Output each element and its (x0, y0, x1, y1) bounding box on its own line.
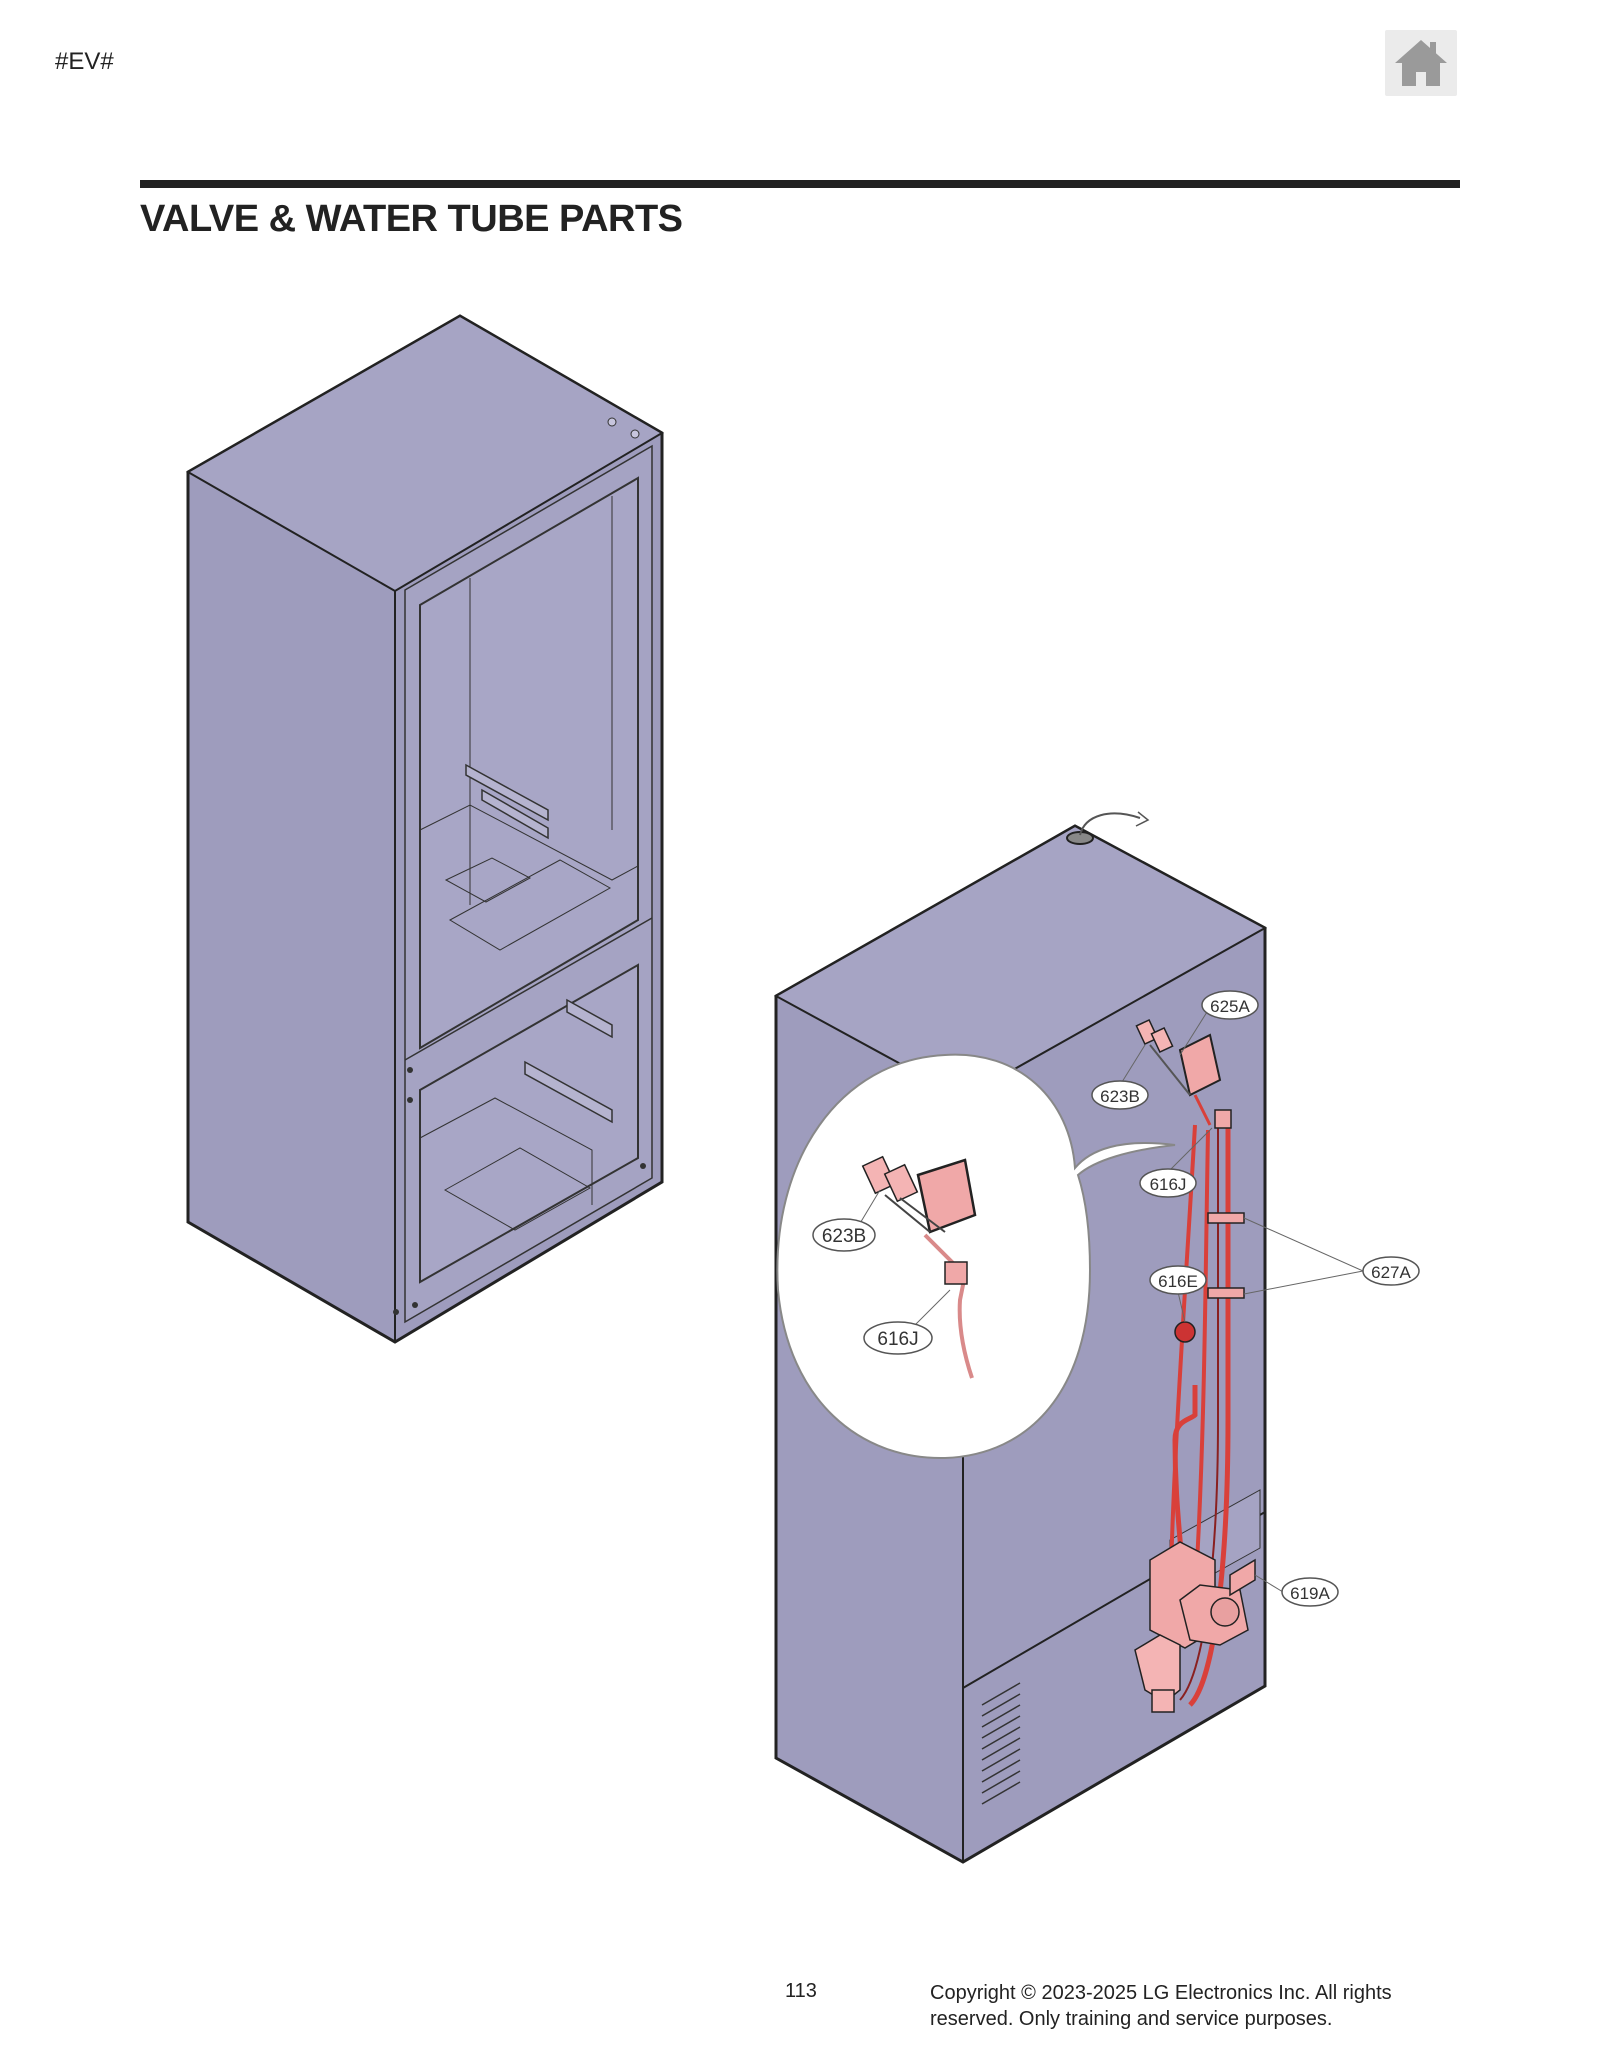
callout-625A[interactable]: 625A (1201, 990, 1259, 1020)
callout-619A-label: 619A (1290, 1584, 1330, 1603)
page-number: 113 (785, 1980, 817, 2002)
home-button[interactable] (1385, 30, 1457, 96)
copyright-line-2: reserved. Only training and service purp… (930, 2008, 1333, 2030)
title-rule (140, 180, 1460, 188)
callout-zoom-616J-label: 616J (877, 1329, 918, 1350)
callout-616J[interactable]: 616J (1139, 1168, 1197, 1198)
callout-616E-label: 616E (1158, 1272, 1198, 1291)
leader-lines (852, 1011, 1364, 1593)
callout-zoom-623B[interactable]: 623B (812, 1218, 876, 1252)
callout-627A-label: 627A (1371, 1263, 1411, 1282)
callout-619A[interactable]: 619A (1281, 1577, 1339, 1607)
page-title: VALVE & WATER TUBE PARTS (140, 198, 683, 240)
callout-616E[interactable]: 616E (1149, 1265, 1207, 1295)
copyright-line-1: Copyright © 2023-2025 LG Electronics Inc… (930, 1982, 1392, 2004)
zoom-detail-bubble (776, 1053, 1176, 1460)
callout-zoom-623B-label: 623B (822, 1226, 866, 1247)
copyright-notice: Copyright © 2023-2025 LG Electronics Inc… (930, 1980, 1450, 2032)
callout-616J-label: 616J (1150, 1175, 1187, 1194)
document-code: #EV# (55, 48, 114, 75)
callout-625A-label: 625A (1210, 997, 1250, 1016)
home-icon (1395, 40, 1447, 86)
cabinet-front-view (185, 314, 664, 1344)
water-tube-assembly (1134, 1018, 1256, 1713)
callout-627A[interactable]: 627A (1362, 1256, 1420, 1286)
callout-623B[interactable]: 623B (1091, 1080, 1149, 1110)
callout-623B-label: 623B (1100, 1087, 1140, 1106)
callout-zoom-616J[interactable]: 616J (863, 1321, 933, 1355)
